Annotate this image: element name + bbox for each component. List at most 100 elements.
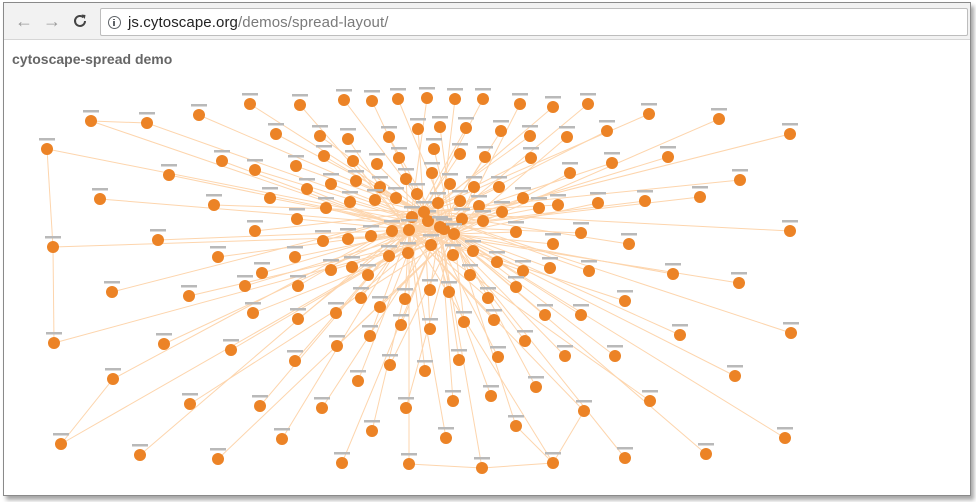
graph-node[interactable] <box>434 221 446 233</box>
graph-node[interactable] <box>289 355 301 367</box>
graph-node[interactable] <box>355 292 367 304</box>
graph-node[interactable] <box>325 264 337 276</box>
graph-node[interactable] <box>244 98 256 110</box>
graph-node[interactable] <box>290 160 302 172</box>
graph-node[interactable] <box>524 130 536 142</box>
graph-node[interactable] <box>331 340 343 352</box>
graph-node[interactable] <box>454 148 466 160</box>
graph-node[interactable] <box>510 226 522 238</box>
graph-node[interactable] <box>517 265 529 277</box>
graph-node[interactable] <box>352 375 364 387</box>
graph-node[interactable] <box>428 143 440 155</box>
graph-node[interactable] <box>533 202 545 214</box>
graph-node[interactable] <box>440 432 452 444</box>
graph-node[interactable] <box>276 433 288 445</box>
graph-node[interactable] <box>318 150 330 162</box>
graph-node[interactable] <box>392 93 404 105</box>
graph-node[interactable] <box>291 213 303 225</box>
graph-node[interactable] <box>460 122 472 134</box>
graph-node[interactable] <box>525 152 537 164</box>
graph-node[interactable] <box>547 101 559 113</box>
graph-node[interactable] <box>364 330 376 342</box>
graph-node[interactable] <box>374 301 386 313</box>
graph-node[interactable] <box>325 178 337 190</box>
graph-node[interactable] <box>582 98 594 110</box>
graph-node[interactable] <box>564 167 576 179</box>
graph-node[interactable] <box>519 335 531 347</box>
graph-node[interactable] <box>447 249 459 261</box>
graph-node[interactable] <box>575 227 587 239</box>
graph-node[interactable] <box>547 457 559 469</box>
graph-node[interactable] <box>448 228 460 240</box>
graph-node[interactable] <box>270 128 282 140</box>
graph-node[interactable] <box>106 286 118 298</box>
graph-node[interactable] <box>432 197 444 209</box>
graph-node[interactable] <box>412 123 424 135</box>
graph-node[interactable] <box>418 206 430 218</box>
graph-node[interactable] <box>369 194 381 206</box>
graph-node[interactable] <box>601 125 613 137</box>
forward-button[interactable]: → <box>42 11 62 31</box>
graph-node[interactable] <box>583 265 595 277</box>
graph-node[interactable] <box>183 290 195 302</box>
graph-node[interactable] <box>713 113 725 125</box>
graph-node[interactable] <box>346 261 358 273</box>
graph-node[interactable] <box>492 351 504 363</box>
graph-node[interactable] <box>482 292 494 304</box>
graph-node[interactable] <box>479 151 491 163</box>
graph-node[interactable] <box>619 295 631 307</box>
graph-node[interactable] <box>193 109 205 121</box>
graph-node[interactable] <box>141 117 153 129</box>
graph-node[interactable] <box>320 202 332 214</box>
graph-node[interactable] <box>449 93 461 105</box>
graph-node[interactable] <box>493 181 505 193</box>
graph-node[interactable] <box>623 238 635 250</box>
graph-node[interactable] <box>544 262 556 274</box>
graph-node[interactable] <box>158 338 170 350</box>
graph-node[interactable] <box>342 133 354 145</box>
graph-node[interactable] <box>152 234 164 246</box>
graph-node[interactable] <box>473 200 485 212</box>
graph-node[interactable] <box>362 269 374 281</box>
graph-node[interactable] <box>256 267 268 279</box>
graph-node[interactable] <box>366 95 378 107</box>
graph-node[interactable] <box>254 400 266 412</box>
graph-node[interactable] <box>350 175 362 187</box>
graph-node[interactable] <box>94 193 106 205</box>
graph-node[interactable] <box>559 350 571 362</box>
graph-node[interactable] <box>403 224 415 236</box>
graph-node[interactable] <box>317 235 329 247</box>
graph-node[interactable] <box>733 277 745 289</box>
graph-node[interactable] <box>403 458 415 470</box>
graph-node[interactable] <box>477 215 489 227</box>
graph-node[interactable] <box>399 293 411 305</box>
graph-node[interactable] <box>453 354 465 366</box>
graph-node[interactable] <box>344 196 356 208</box>
graph-node[interactable] <box>400 402 412 414</box>
graph-node[interactable] <box>779 432 791 444</box>
graph-node[interactable] <box>444 178 456 190</box>
graph-node[interactable] <box>400 173 412 185</box>
graph-node[interactable] <box>422 215 434 227</box>
graph-node[interactable] <box>464 269 476 281</box>
graph-node[interactable] <box>338 94 350 106</box>
graph-node[interactable] <box>316 402 328 414</box>
graph-node[interactable] <box>163 169 175 181</box>
graph-node[interactable] <box>347 155 359 167</box>
graph-node[interactable] <box>383 250 395 262</box>
graph-node[interactable] <box>425 239 437 251</box>
graph-node[interactable] <box>289 251 301 263</box>
graph-node[interactable] <box>729 370 741 382</box>
graph-node[interactable] <box>510 281 522 293</box>
graph-node[interactable] <box>85 115 97 127</box>
graph-node[interactable] <box>366 425 378 437</box>
graph-node[interactable] <box>447 395 459 407</box>
graph-node[interactable] <box>395 319 407 331</box>
graph-node[interactable] <box>424 323 436 335</box>
back-button[interactable]: ← <box>14 11 34 31</box>
graph-node[interactable] <box>488 314 500 326</box>
graph-node[interactable] <box>552 199 564 211</box>
graph-node[interactable] <box>476 462 488 474</box>
graph-node[interactable] <box>411 188 423 200</box>
graph-node[interactable] <box>47 241 59 253</box>
